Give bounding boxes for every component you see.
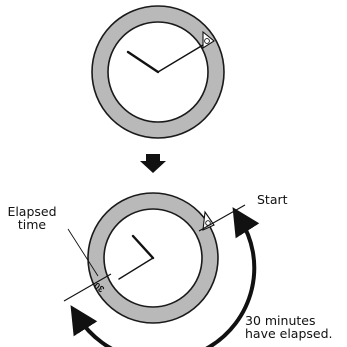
watch-before bbox=[92, 6, 224, 138]
down-arrow-icon bbox=[140, 154, 166, 173]
thirty-minutes-label: 30 minutes have elapsed. bbox=[245, 314, 333, 340]
watch-after: 30 bbox=[88, 193, 218, 323]
elapsed-time-label: Elapsed time bbox=[4, 205, 60, 231]
start-label: Start bbox=[257, 193, 288, 206]
